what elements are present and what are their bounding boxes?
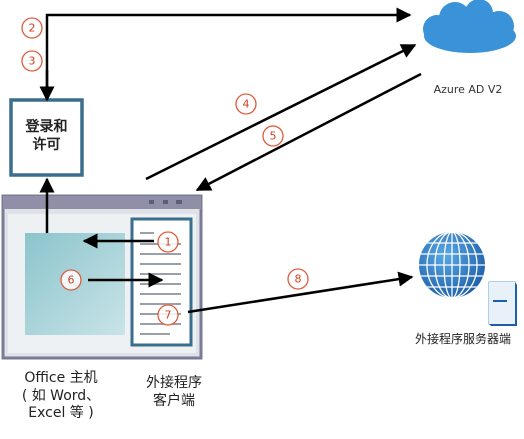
step-marker-2: 2 bbox=[21, 17, 43, 39]
office-host-label: Office 主机 ( 如 Word、 Excel 等 ) bbox=[2, 370, 120, 423]
arrow-step-8-to-server bbox=[187, 271, 414, 314]
office-host-line-2: ( 如 Word、 bbox=[21, 387, 101, 404]
office-host-line-3: Excel 等 ) bbox=[28, 405, 94, 421]
addin-client-label: 外接程序 客户端 bbox=[124, 375, 224, 410]
step-number: 3 bbox=[29, 55, 36, 68]
addin-client-line-2: 客户端 bbox=[153, 392, 195, 409]
step-marker-3: 3 bbox=[21, 50, 43, 72]
step-number: 2 bbox=[29, 22, 36, 35]
arrow-step-5-to-addin bbox=[195, 72, 422, 192]
arrow-step-2-to-azure bbox=[45, 7, 412, 100]
step-number: 8 bbox=[295, 273, 302, 286]
arrow-step-4-to-azure bbox=[145, 43, 417, 181]
step-marker-7: 7 bbox=[157, 304, 179, 326]
step-marker-5: 5 bbox=[262, 125, 284, 147]
addin-client-line-1: 外接程序 bbox=[146, 375, 202, 391]
login-consent-label: 登录和 许可 bbox=[11, 119, 82, 154]
step-marker-8: 8 bbox=[287, 268, 309, 290]
step-number: 7 bbox=[165, 309, 172, 322]
step-marker-6: 6 bbox=[60, 269, 82, 291]
login-consent-box bbox=[9, 98, 84, 177]
step-marker-4: 4 bbox=[235, 93, 257, 115]
step-number: 6 bbox=[68, 274, 75, 287]
globe-server-icon bbox=[419, 232, 517, 326]
step-number: 4 bbox=[243, 98, 250, 111]
login-consent-line-2: 许可 bbox=[32, 136, 61, 153]
step-marker-1: 1 bbox=[157, 231, 179, 253]
step-number: 1 bbox=[165, 236, 172, 249]
azure-ad-label: Azure AD V2 bbox=[433, 83, 503, 96]
login-consent-line-1: 登录和 bbox=[25, 119, 68, 135]
addin-server-label: 外接程序服务器端 bbox=[414, 332, 511, 346]
cloud-icon bbox=[423, 0, 516, 53]
office-host-line-1: Office 主机 bbox=[24, 370, 98, 386]
step-number: 5 bbox=[270, 130, 277, 143]
